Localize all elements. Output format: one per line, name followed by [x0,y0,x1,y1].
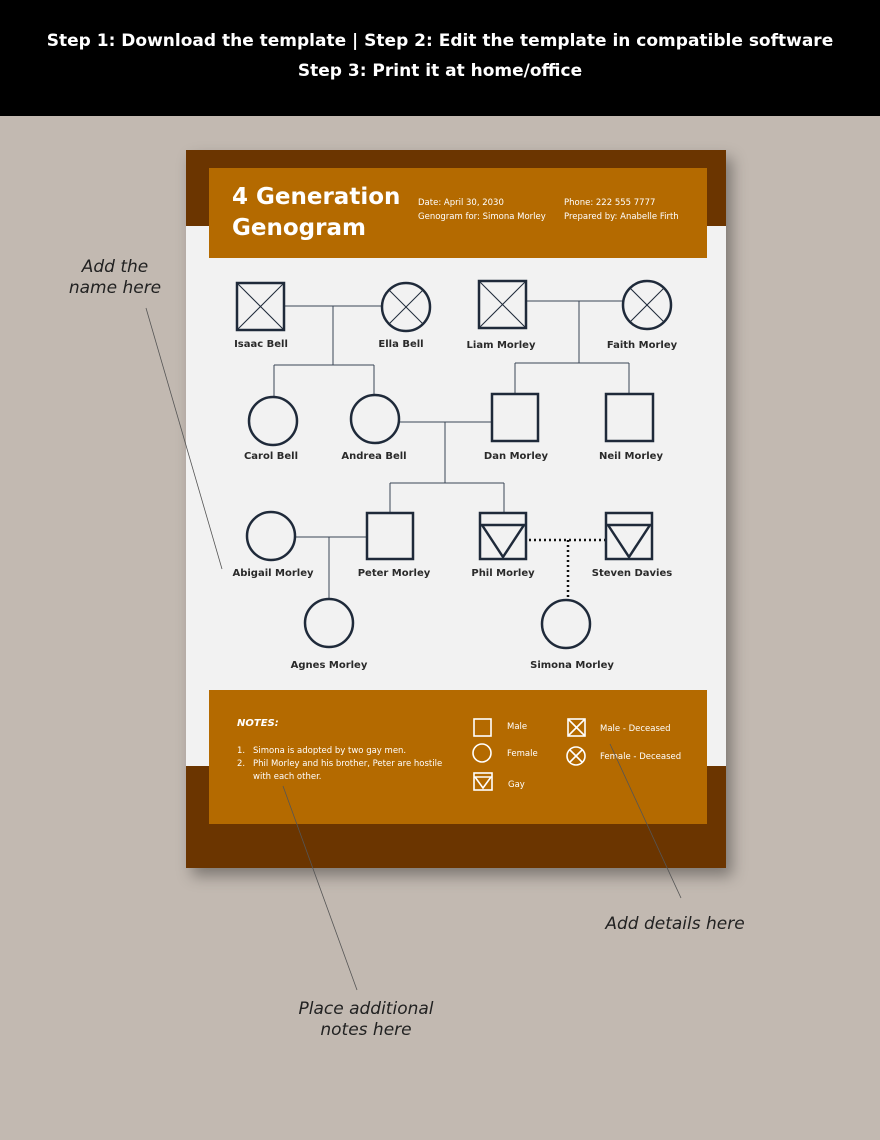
symbol-agnes [303,597,355,649]
symbol-dan [490,392,540,443]
label-simona: Simona Morley [530,660,614,671]
label-ella: Ella Bell [378,339,424,350]
relationship-lines [273,300,630,598]
label-liam: Liam Morley [466,340,536,351]
title-line-2: Genogram [232,215,366,241]
header-box: 4 Generation Genogram Date: April 30, 20… [209,168,707,258]
genogram-document: 4 Generation Genogram Date: April 30, 20… [186,150,726,868]
instructions-line-2: Step 3: Print it at home/office [297,61,583,81]
legend-gay-label: Gay [508,780,525,790]
symbol-abigail [245,510,297,562]
legend-gay-icon [473,772,493,791]
annotation-notes-line-2: notes here [320,1020,412,1040]
legend-female-icon [472,743,492,763]
label-andrea: Andrea Bell [341,451,407,462]
title-line-1: 4 Generation [232,184,401,210]
notes-title: NOTES: [237,718,279,729]
symbol-isaac [235,281,286,332]
legend-symbols [472,718,586,791]
annotation-notes-line-1: Place additional [298,999,434,1019]
note-number: 1. [237,746,246,756]
symbol-neil [604,392,655,443]
label-dan: Dan Morley [483,451,549,462]
instructions-bar: Step 1: Download the template | Step 2: … [0,0,880,116]
symbol-phil [478,511,528,561]
date-text: Date: April 30, 2030 [418,198,504,208]
prepared-by-text: Prepared by: Anabelle Firth [564,212,679,222]
legend-male-label: Male [507,722,528,732]
phone-text: Phone: 222 555 7777 [564,198,656,208]
symbol-steven [604,511,654,561]
meta-right: Phone: 222 555 7777 Prepared by: Anabell… [564,196,679,224]
label-neil: Neil Morley [599,451,663,462]
annotation-notes: Place additional notes here [271,999,461,1041]
label-isaac: Isaac Bell [234,339,288,350]
annotation-details: Add details here [605,914,745,934]
symbol-andrea [349,393,401,445]
label-agnes: Agnes Morley [290,660,368,671]
genogram-chart [235,279,673,650]
person-symbols [235,279,673,650]
document-title: 4 Generation Genogram [232,182,400,244]
label-faith: Faith Morley [606,340,678,351]
notes-list: 1. Simona is adopted by two gay men. 2. … [237,745,452,784]
legend-male-deceased-label: Male - Deceased [600,724,671,734]
instructions-line-1: Step 1: Download the template | Step 2: … [46,31,834,51]
symbol-ella [380,281,432,333]
annotation-name-line-1: Add the [81,257,149,277]
label-abigail: Abigail Morley [232,568,314,579]
symbol-liam [477,279,528,330]
legend-male-deceased-icon [567,718,586,737]
note-number: 2. [237,759,246,769]
label-carol: Carol Bell [243,451,299,462]
legend-female-deceased-icon [566,746,586,766]
legend-male-icon [473,718,492,737]
label-peter: Peter Morley [357,568,431,579]
label-phil: Phil Morley [471,568,535,579]
symbol-faith [621,279,673,331]
symbol-simona [540,598,592,650]
label-steven: Steven Davies [591,568,673,579]
note-item: 2. Phil Morley and his brother, Peter ar… [237,758,452,784]
symbol-peter [365,511,415,561]
legend-female-deceased-label: Female - Deceased [600,752,682,762]
meta-left: Date: April 30, 2030 Genogram for: Simon… [418,196,546,224]
note-item: 1. Simona is adopted by two gay men. [237,745,452,758]
annotation-name: Add the name here [40,257,190,299]
note-text: Simona is adopted by two gay men. [253,746,407,756]
note-text: Phil Morley and his brother, Peter are h… [253,759,443,782]
legend-female-label: Female [507,749,538,759]
annotation-name-line-2: name here [68,278,162,298]
symbol-carol [247,395,299,447]
notes-box: NOTES: 1. Simona is adopted by two gay m… [209,690,707,824]
genogram-for-text: Genogram for: Simona Morley [418,212,546,222]
